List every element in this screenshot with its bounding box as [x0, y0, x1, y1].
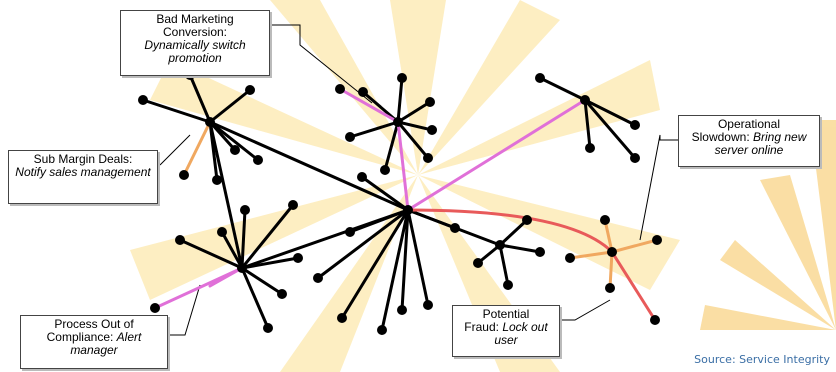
connector-margin [159, 134, 191, 166]
callout-title-line2: Conversion: [162, 25, 228, 39]
callout-title-line2: Fraud: [464, 320, 499, 334]
callout-title-line1: Potential [482, 307, 530, 321]
callout-title-line1: Bad Marketing [156, 12, 234, 26]
callout-title-line2: Slowdown: [691, 130, 750, 144]
callout-operational-slowdown: Operational Slowdown: Bring new server o… [678, 115, 820, 167]
callout-title-line2: Compliance: [46, 330, 114, 344]
edges [141, 73, 659, 332]
callout-bad-marketing: Bad Marketing Conversion: Dynamically sw… [120, 10, 270, 76]
callout-sub-margin: Sub Margin Deals: Notify sales managemen… [8, 150, 158, 204]
callout-action: Lock out user [494, 320, 548, 347]
sunburst-corner [700, 120, 836, 330]
connector-fraud [560, 299, 611, 321]
callout-action: Notify sales management [15, 165, 151, 179]
callout-action: Alert manager [70, 330, 142, 357]
connector-compliance [170, 284, 201, 336]
connector-marketing [270, 24, 373, 104]
callout-action: Bring new server online [714, 130, 807, 157]
source-caption: Source: Service Integrity [694, 353, 830, 366]
connector-slowdown [639, 134, 680, 241]
callout-connectors [159, 24, 680, 336]
callout-title-line1: Process Out of [54, 317, 134, 331]
callout-process-compliance: Process Out of Compliance: Alert manager [20, 315, 168, 369]
callout-title-line1: Sub Margin Deals: [33, 152, 133, 166]
callout-title-line1: Operational [717, 117, 781, 131]
callout-potential-fraud: Potential Fraud: Lock out user [452, 305, 560, 357]
callout-action: Dynamically switch promotion [144, 38, 246, 65]
